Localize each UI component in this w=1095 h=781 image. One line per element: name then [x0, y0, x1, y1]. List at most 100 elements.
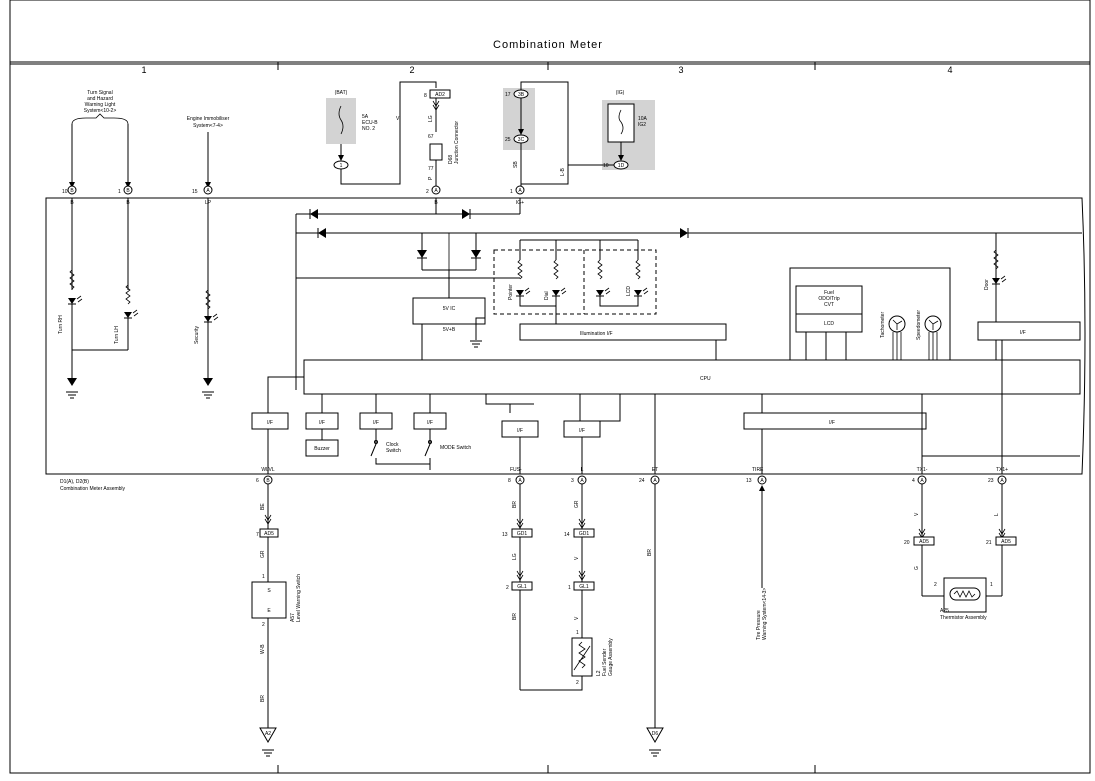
turn-lh-led: Turn LH: [72, 198, 139, 351]
assembly-name: Combination Meter Assembly: [60, 486, 126, 492]
svg-text:BR: BR: [260, 695, 266, 702]
svg-text:A2: A2: [265, 731, 271, 737]
svg-text:Tire Pressure: Tire Pressure: [756, 610, 762, 640]
svg-text:Clock: Clock: [386, 442, 399, 448]
bottom-pin-8A: FUS- 8 A: [508, 467, 525, 485]
svg-text:GL1: GL1: [579, 584, 589, 590]
svg-text:AD2: AD2: [435, 92, 445, 98]
svg-text:3B: 3B: [518, 92, 525, 98]
svg-text:24: 24: [639, 478, 645, 484]
svg-text:B: B: [70, 188, 74, 194]
et-ground: BR D6: [646, 484, 664, 757]
assembly-outline: [45, 197, 1086, 475]
svg-text:L: L: [994, 513, 1000, 516]
svg-text:1: 1: [262, 574, 265, 580]
svg-text:1: 1: [990, 582, 993, 588]
ic-5v: 5V IC 5V+B: [412, 297, 486, 360]
turn-signal-system: Turn Signal and Hazard Warning Light Sys…: [69, 90, 131, 188]
svg-text:BR: BR: [647, 549, 653, 556]
svg-text:System<7-4>: System<7-4>: [193, 123, 223, 129]
svg-text:A: A: [434, 188, 438, 194]
internal-wiring: [295, 198, 1082, 390]
svg-text:4: 4: [912, 478, 915, 484]
svg-text:Fuel Sender: Fuel Sender: [602, 648, 608, 676]
svg-text:IG2: IG2: [638, 122, 646, 128]
svg-text:V: V: [914, 512, 920, 516]
svg-text:Switch: Switch: [386, 448, 401, 454]
svg-text:Door: Door: [984, 279, 990, 290]
svg-text:14: 14: [564, 532, 570, 538]
svg-text:GL1: GL1: [517, 584, 527, 590]
svg-text:2: 2: [576, 680, 579, 686]
lower-if-blocks: I/F I/F Buzzer I/F Clock Switch I/F MODE…: [251, 340, 1080, 474]
svg-text:B: B: [126, 188, 130, 194]
svg-text:13: 13: [746, 478, 752, 484]
svg-text:1: 1: [118, 189, 121, 195]
svg-text:FUS-: FUS-: [510, 467, 522, 473]
svg-text:I/F: I/F: [427, 420, 433, 426]
svg-text:Pointer: Pointer: [508, 284, 514, 300]
svg-text:10A: 10A: [638, 116, 648, 122]
svg-text:A: A: [653, 478, 657, 484]
bottom-pin-24A: ET 24 A: [639, 467, 660, 485]
svg-text:3: 3: [571, 478, 574, 484]
assembly-codes: D1(A), D2(B): [60, 479, 89, 485]
svg-text:AD5: AD5: [264, 531, 274, 537]
svg-text:AD5: AD5: [1001, 539, 1011, 545]
svg-text:V: V: [396, 116, 400, 122]
svg-text:GD1: GD1: [517, 531, 528, 537]
svg-text:LG: LG: [512, 553, 518, 560]
door-led: Door I/F: [977, 249, 1081, 360]
svg-text:L2: L2: [596, 670, 602, 676]
svg-text:2: 2: [262, 622, 265, 628]
svg-text:TX1+: TX1+: [996, 467, 1008, 473]
svg-text:5V IC: 5V IC: [443, 306, 456, 312]
svg-text:A57: A57: [290, 613, 296, 622]
svg-text:Gauge Assembly: Gauge Assembly: [608, 638, 614, 676]
svg-text:Buzzer: Buzzer: [314, 446, 330, 452]
top-pin-10B: 10 B B: [62, 185, 77, 206]
svg-text:2: 2: [506, 585, 509, 591]
svg-text:Turn LH: Turn LH: [114, 326, 120, 344]
svg-text:BR: BR: [512, 613, 518, 620]
fuse-ecu-b: (BAT) 5A ECU-B NO. 2 1 V: [326, 81, 437, 185]
immobiliser-system: Engine Immobiliser System<7-4>: [187, 116, 230, 188]
svg-text:A25: A25: [940, 608, 949, 614]
svg-text:5V+B: 5V+B: [443, 327, 456, 333]
svg-text:A: A: [518, 188, 522, 194]
illumination-if-label: Illumination I/F: [580, 331, 613, 337]
fuse-ig2: (IG) 10A IG2 10 1D: [568, 90, 655, 170]
zone-2: 2: [409, 65, 414, 75]
bottom-pin-4A: TX1- 4 A: [912, 467, 928, 485]
connector-3b-3c: 17 3B 25 3C SB L-B: [503, 81, 569, 186]
svg-text:17: 17: [505, 92, 511, 98]
svg-text:Warning Light: Warning Light: [85, 102, 116, 108]
svg-text:I/F: I/F: [1020, 330, 1026, 336]
bottom-pin-3A: L 3 A: [571, 467, 587, 485]
svg-text:8: 8: [424, 93, 427, 99]
thermistor-circuit: V 20 AD5 G L 21 AD5 2 1 A25 Thermistor A…: [904, 484, 1017, 621]
svg-text:23: 23: [988, 478, 994, 484]
top-pin-2A: 2 A B: [426, 185, 441, 206]
svg-text:Tachometer: Tachometer: [880, 312, 886, 338]
svg-text:B: B: [266, 478, 270, 484]
svg-text:10: 10: [62, 189, 68, 195]
svg-text:Turn RH: Turn RH: [58, 315, 64, 334]
meter-block: Fuel ODO/Trip CVT LCD Tachometer Speedom…: [789, 267, 951, 361]
svg-text:(IG): (IG): [616, 90, 625, 96]
bottom-pin-13A: TIRE 13 A: [746, 467, 767, 485]
svg-text:G: G: [914, 566, 920, 570]
illumination-if: [519, 323, 727, 341]
svg-text:ECU-B: ECU-B: [362, 120, 378, 126]
fuel-sender-circuit: BR 13 GD1 LG 2 GL1 BR GR 14 GD1 V 1 GL1 …: [502, 484, 614, 691]
svg-text:NO. 2: NO. 2: [362, 126, 375, 132]
svg-text:Junction Connector: Junction Connector: [454, 121, 460, 164]
level-warning-circuit: BE 7 AD5 GR 1 S E 2 A57 Level Warning Sw…: [251, 484, 302, 757]
svg-text:I/F: I/F: [267, 420, 273, 426]
svg-text:TX1-: TX1-: [917, 467, 928, 473]
svg-text:L-B: L-B: [560, 168, 566, 176]
svg-text:BE: BE: [260, 503, 266, 510]
svg-text:LCD: LCD: [626, 286, 632, 296]
svg-text:13: 13: [502, 532, 508, 538]
tire-pressure-system: Tire Pressure Warning System<14-3>: [756, 485, 768, 640]
